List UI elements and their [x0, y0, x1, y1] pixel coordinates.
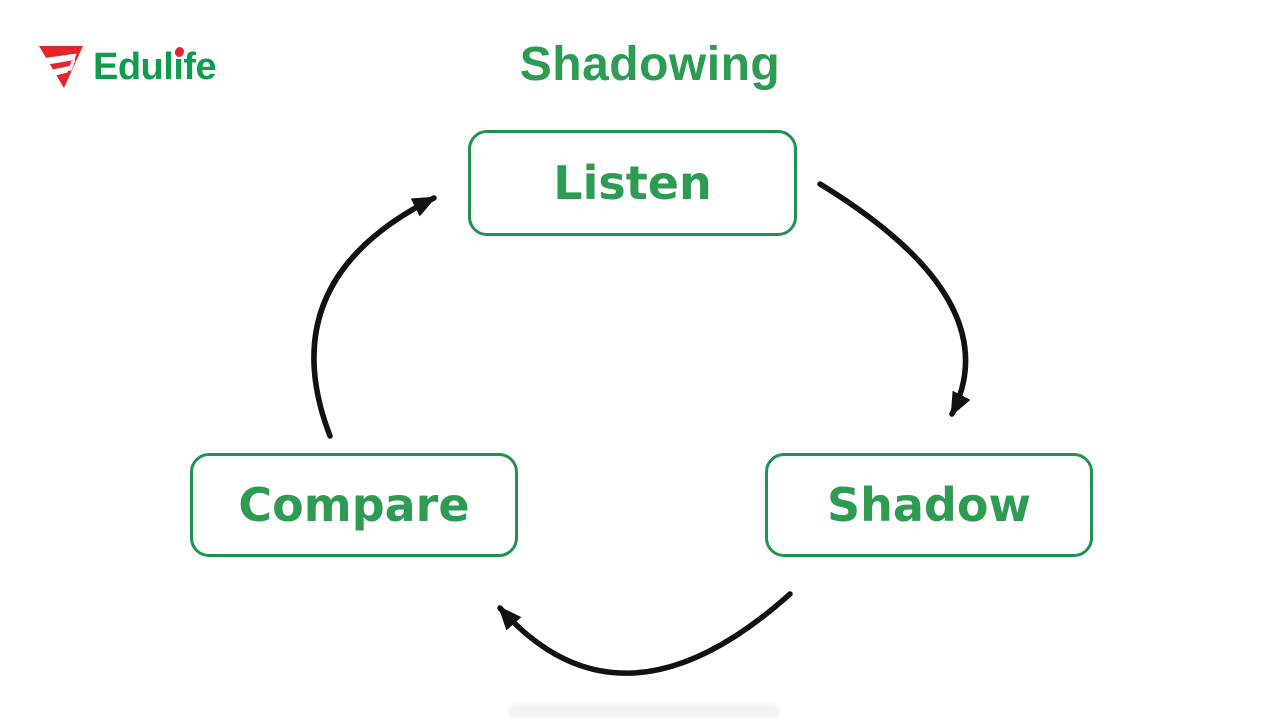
node-shadow-label: Shadow: [827, 478, 1031, 532]
node-listen: Listen: [468, 130, 797, 236]
faint-watermark: [508, 704, 780, 718]
edulife-logo: Edulife: [38, 44, 217, 90]
node-listen-label: Listen: [553, 156, 712, 210]
arrow-compare-to-listen: [311, 195, 437, 439]
node-compare-label: Compare: [238, 478, 470, 532]
diagram-title: Shadowing: [519, 38, 781, 91]
logo-text: Edulife: [93, 46, 217, 88]
edulife-logo-icon: [39, 46, 83, 88]
node-shadow: Shadow: [765, 453, 1093, 557]
arrow-shadow-to-compare: [497, 591, 793, 676]
node-compare: Compare: [190, 453, 518, 557]
arrow-listen-to-shadow: [817, 181, 971, 417]
logo-text-wrap: Edulife: [93, 44, 217, 90]
